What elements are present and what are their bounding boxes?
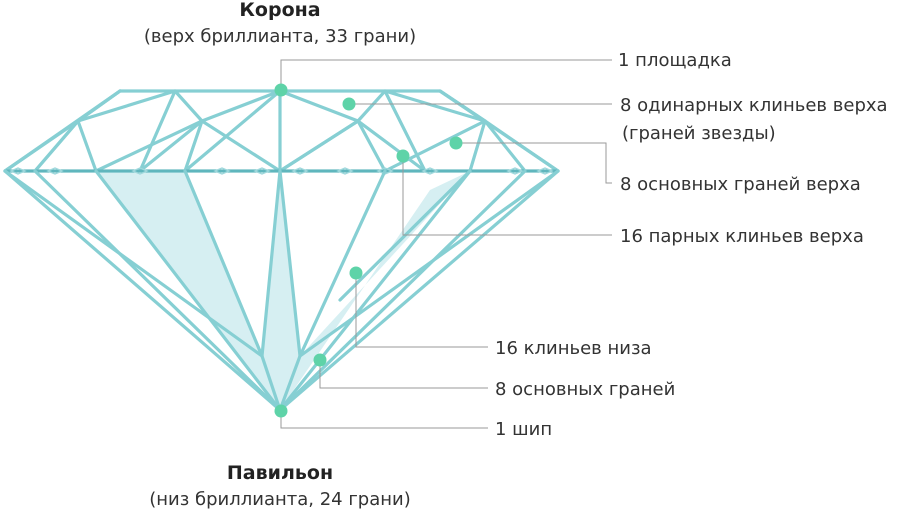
label-lower-halves: 16 клиньев низа	[495, 338, 652, 359]
marker-table	[274, 83, 288, 97]
leader-lower-halves	[355, 273, 488, 348]
crown-main-facets	[33, 89, 282, 173]
crown-inner-star-2	[138, 89, 204, 173]
facet-labels: 1 площадка 8 одинарных клиньев верха (гр…	[495, 50, 888, 440]
pavilion-title: Павильон	[227, 462, 333, 484]
crown-upper-halves	[3, 89, 122, 173]
label-crown-main: 8 основных граней верха	[620, 174, 861, 195]
girdle-bead	[291, 167, 309, 175]
crown-facets	[3, 89, 560, 173]
leader-upper-halves	[402, 156, 612, 236]
crown-main-facets-right	[278, 89, 487, 173]
girdle-bead	[336, 167, 354, 175]
marker-upper-halves	[396, 149, 410, 163]
marker-crown-main	[449, 136, 463, 150]
marker-culet	[274, 404, 288, 418]
pavilion-lower-half-left-outer	[3, 169, 264, 358]
pavilion-facet-center	[262, 171, 300, 410]
pavilion-main-right-outer	[278, 169, 527, 412]
girdle-bead	[9, 167, 27, 175]
marker-star	[342, 97, 356, 111]
girdle-bead	[421, 167, 439, 175]
pavilion-facets	[3, 169, 560, 412]
crown-title: Корона	[239, 0, 320, 21]
leader-pavilion-main	[319, 360, 488, 389]
label-star-line1: 8 одинарных клиньев верха	[620, 95, 888, 116]
pavilion-main-left-outer	[33, 169, 282, 412]
crown-star-line	[33, 89, 122, 173]
leader-lines	[280, 59, 612, 429]
pavilion-main-left	[94, 169, 282, 412]
girdle-bead	[213, 167, 231, 175]
marker-pavilion-main	[313, 353, 327, 367]
pavilion-lower-half-center	[260, 169, 282, 358]
leader-crown-main	[456, 142, 612, 184]
label-culet: 1 шип	[495, 419, 552, 440]
girdle-bead	[131, 167, 149, 175]
pavilion-main-right	[278, 169, 472, 412]
girdle-bead	[536, 167, 554, 175]
pavilion-lower-half-right-far	[298, 169, 560, 358]
pavilion-lower-half-right	[298, 169, 387, 358]
leader-culet	[280, 411, 488, 429]
label-star-line2: (граней звезды)	[622, 123, 776, 144]
label-table: 1 площадка	[618, 50, 732, 71]
crown-inner-star-3	[356, 89, 427, 173]
markers	[274, 83, 463, 418]
leader-table	[280, 59, 612, 90]
girdle-bead	[253, 167, 271, 175]
girdle-bead	[506, 167, 524, 175]
girdle-bead	[46, 167, 64, 175]
label-upper-halves: 16 парных клиньев верха	[620, 226, 864, 247]
marker-lower-halves	[349, 266, 363, 280]
crown-upper-halves-right	[438, 89, 560, 173]
pavilion-subtitle: (низ бриллианта, 24 грани)	[149, 489, 411, 510]
girdle-beads	[9, 167, 554, 175]
crown-subtitle: (верх бриллианта, 33 грани)	[144, 26, 416, 47]
label-pavilion-main: 8 основных граней	[495, 379, 675, 400]
